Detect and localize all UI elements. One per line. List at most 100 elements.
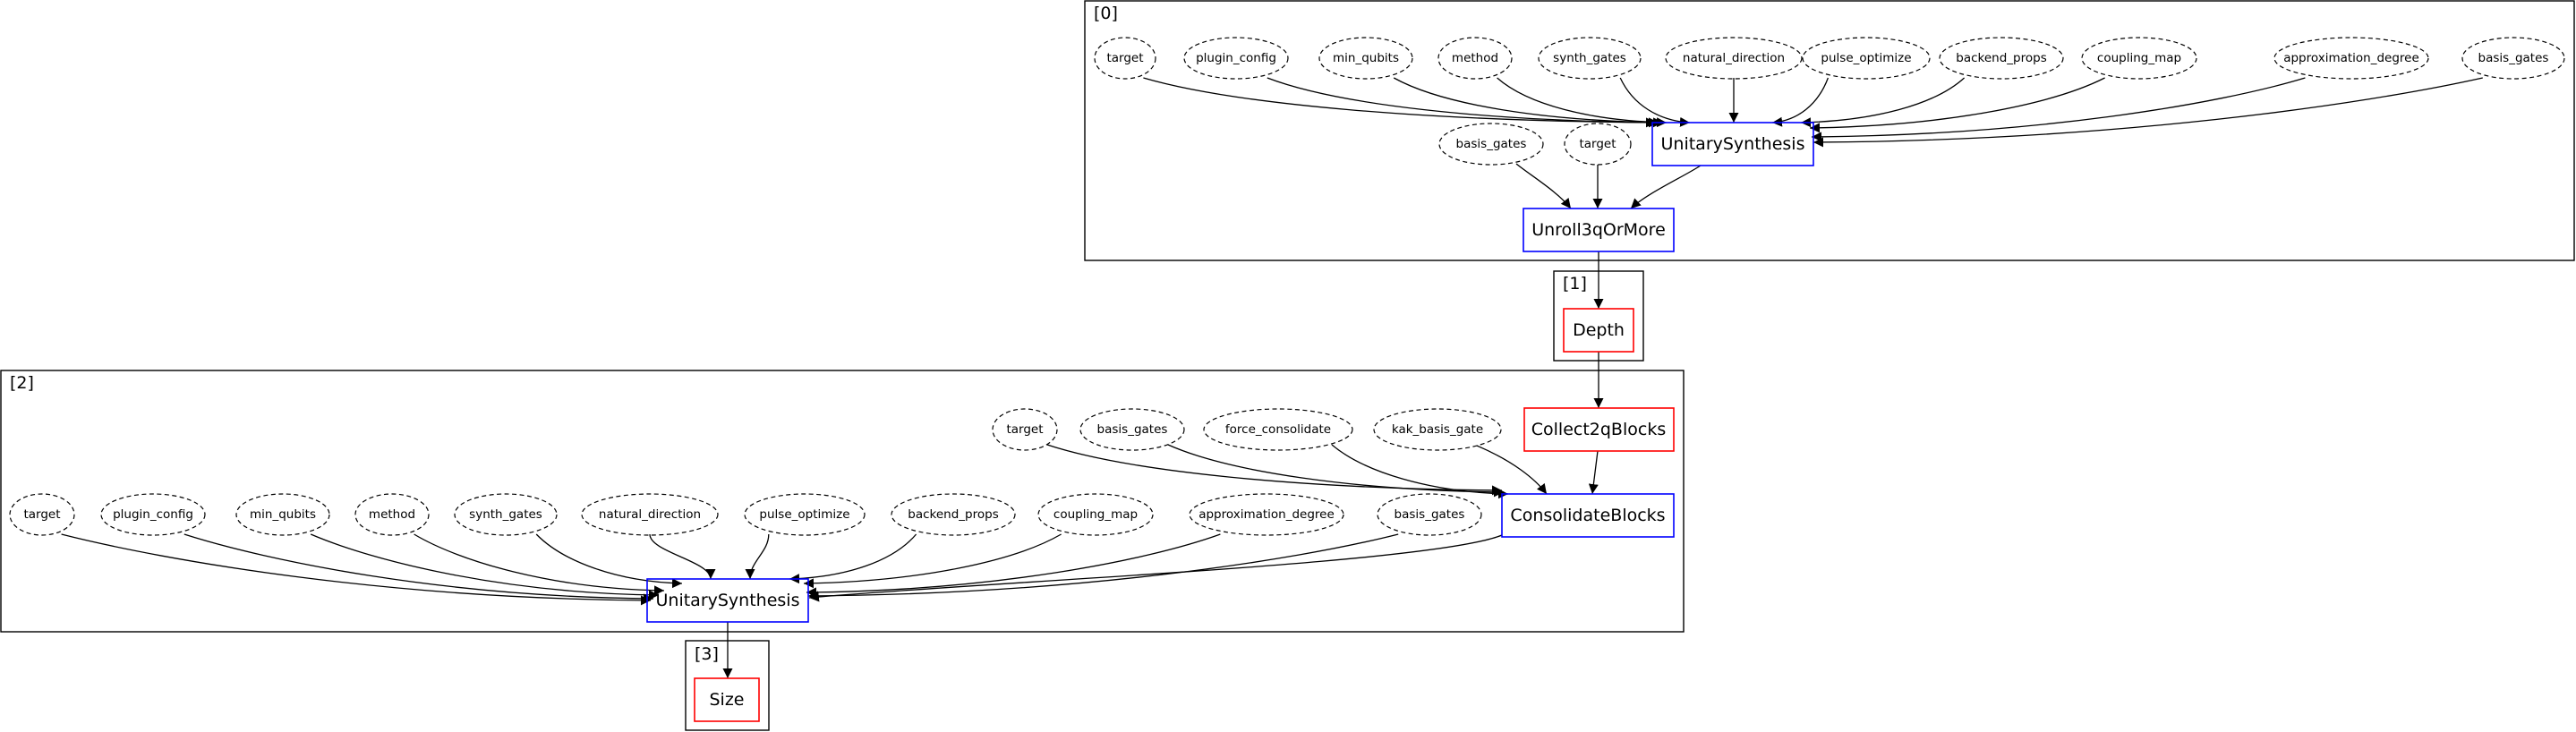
edge-us2-coupling-map — [803, 533, 1062, 589]
cluster-2-label: [2] — [10, 373, 34, 393]
pass-node-consolidate-blocks[interactable]: ConsolidateBlocks — [1501, 493, 1675, 538]
edge-us2-plugin-config — [183, 533, 654, 604]
param-node-consolidate-kak-basis-gate: kak_basis_gate — [1373, 408, 1502, 451]
param-node-us2-approximation-degree: approximation_degree — [1189, 493, 1344, 536]
pass-node-depth[interactable]: Depth — [1563, 308, 1634, 353]
param-node-us2-backend-props: backend_props — [891, 493, 1016, 536]
param-label: target — [1579, 137, 1616, 151]
param-label: force_consolidate — [1225, 422, 1331, 437]
pass-label-size: Size — [709, 690, 744, 710]
edge-us0-target — [1143, 77, 1657, 128]
param-node-consolidate-basis-gates: basis_gates — [1079, 408, 1185, 451]
param-node-us2-natural-direction: natural_direction — [581, 493, 719, 536]
edge-us0-plugin-config — [1267, 77, 1659, 128]
param-label: approximation_degree — [1198, 507, 1335, 522]
param-node-us2-coupling-map: coupling_map — [1037, 493, 1154, 536]
pass-label-unroll-3q-or-more: Unroll3qOrMore — [1531, 220, 1666, 240]
edge-us0-basis-gates — [1813, 77, 2483, 148]
param-label: min_qubits — [250, 507, 316, 522]
param-label: backend_props — [1956, 51, 2046, 65]
edge-us2-min-qubits — [310, 533, 660, 600]
edge-us0-coupling-map — [1809, 77, 2105, 133]
param-node-consolidate-force-consolidate: force_consolidate — [1203, 408, 1353, 451]
pass-label-unitary-synthesis-2: UnitarySynthesis — [656, 591, 800, 610]
param-node-us2-min-qubits: min_qubits — [235, 493, 330, 536]
param-node-us0-min-qubits: min_qubits — [1318, 37, 1413, 80]
param-node-us0-plugin-config: plugin_config — [1183, 37, 1289, 80]
edge-us2-target — [61, 533, 652, 606]
edge-consolidate-to-us2 — [808, 534, 1503, 602]
param-label: coupling_map — [1053, 507, 1138, 522]
pass-node-collect-2q-blocks[interactable]: Collect2qBlocks — [1523, 407, 1675, 452]
edge-consolidate-kak-basis-gate — [1476, 445, 1548, 495]
edge-us0-method — [1497, 77, 1668, 128]
edge-us2-pulse-optimize — [745, 533, 770, 580]
cluster-0-label: [0] — [1094, 4, 1118, 23]
param-node-us0-target: target — [1094, 37, 1156, 80]
pass-label-depth: Depth — [1573, 320, 1625, 340]
param-node-us0-backend-props: backend_props — [1939, 37, 2064, 80]
param-node-us0-natural-direction: natural_direction — [1665, 37, 1803, 80]
param-label: plugin_config — [1196, 51, 1276, 65]
param-label: pulse_optimize — [759, 507, 849, 522]
param-label: pulse_optimize — [1821, 51, 1911, 65]
param-node-unroll-target: target — [1564, 123, 1632, 166]
param-node-us0-basis-gates: basis_gates — [2461, 37, 2565, 80]
param-node-us0-pulse-optimize: pulse_optimize — [1802, 37, 1931, 80]
edges — [61, 77, 2483, 678]
edge-consolidate-force-consolidate — [1331, 444, 1509, 499]
cluster-0: [0] — [1084, 0, 2575, 261]
param-label: coupling_map — [2097, 51, 2181, 65]
param-label: min_qubits — [1333, 51, 1399, 65]
param-label: basis_gates — [2478, 51, 2549, 65]
param-node-us0-approximation-degree: approximation_degree — [2273, 37, 2429, 80]
cluster-2: [2] — [0, 370, 1685, 633]
param-label: target — [23, 507, 60, 522]
param-node-unroll-basis-gates: basis_gates — [1438, 123, 1544, 166]
param-label: natural_direction — [599, 507, 701, 522]
param-label: basis_gates — [1395, 507, 1465, 522]
edge-us2-approximation-degree — [806, 533, 1221, 598]
edge-us0-pulse-optimize — [1771, 77, 1830, 127]
edge-us2-backend-props — [789, 533, 917, 584]
param-label: backend_props — [908, 507, 998, 522]
param-label: synth_gates — [1553, 51, 1626, 65]
param-label: approximation_degree — [2283, 51, 2419, 65]
edge-us0-synth-gates — [1619, 77, 1691, 127]
pass-label-collect-2q-blocks: Collect2qBlocks — [1531, 420, 1666, 439]
pass-node-size[interactable]: Size — [694, 677, 760, 722]
param-node-us0-coupling-map: coupling_map — [2081, 37, 2197, 80]
edge-us0-to-unroll — [1630, 165, 1702, 209]
edge-consolidate-target — [1046, 444, 1503, 496]
pass-label-unitary-synthesis-0: UnitarySynthesis — [1661, 134, 1805, 154]
param-node-us2-plugin-config: plugin_config — [100, 493, 206, 536]
param-node-us0-method: method — [1437, 37, 1513, 80]
param-node-us0-synth-gates: synth_gates — [1538, 37, 1642, 80]
edge-us2-method — [414, 533, 665, 596]
param-node-us2-pulse-optimize: pulse_optimize — [744, 493, 866, 536]
param-label: synth_gates — [469, 507, 542, 522]
edge-unroll-basis-gates — [1515, 163, 1572, 209]
edge-us2-basis-gates — [807, 533, 1399, 601]
param-label: basis_gates — [1456, 137, 1527, 151]
pass-node-unitary-synthesis-2[interactable]: UnitarySynthesis — [646, 578, 809, 623]
edge-consolidate-basis-gates — [1167, 444, 1505, 498]
param-node-us2-target: target — [9, 493, 75, 536]
edge-us2-natural-direction — [649, 533, 716, 580]
edge-us0-backend-props — [1800, 77, 1966, 128]
param-label: natural_direction — [1683, 51, 1785, 65]
cluster-1-label: [1] — [1563, 274, 1587, 294]
param-label: target — [1106, 51, 1143, 65]
param-node-us2-synth-gates: synth_gates — [454, 493, 558, 536]
edge-collect-to-consolidate — [1588, 450, 1599, 495]
param-node-us2-method: method — [354, 493, 430, 536]
pass-node-unitary-synthesis-0[interactable]: UnitarySynthesis — [1651, 122, 1814, 166]
param-label: target — [1006, 422, 1043, 437]
param-label: kak_basis_gate — [1392, 422, 1483, 437]
pass-node-unroll-3q-or-more[interactable]: Unroll3qOrMore — [1523, 208, 1675, 252]
edge-us0-min-qubits — [1393, 77, 1664, 128]
param-label: plugin_config — [113, 507, 193, 522]
param-label: method — [1452, 51, 1498, 65]
